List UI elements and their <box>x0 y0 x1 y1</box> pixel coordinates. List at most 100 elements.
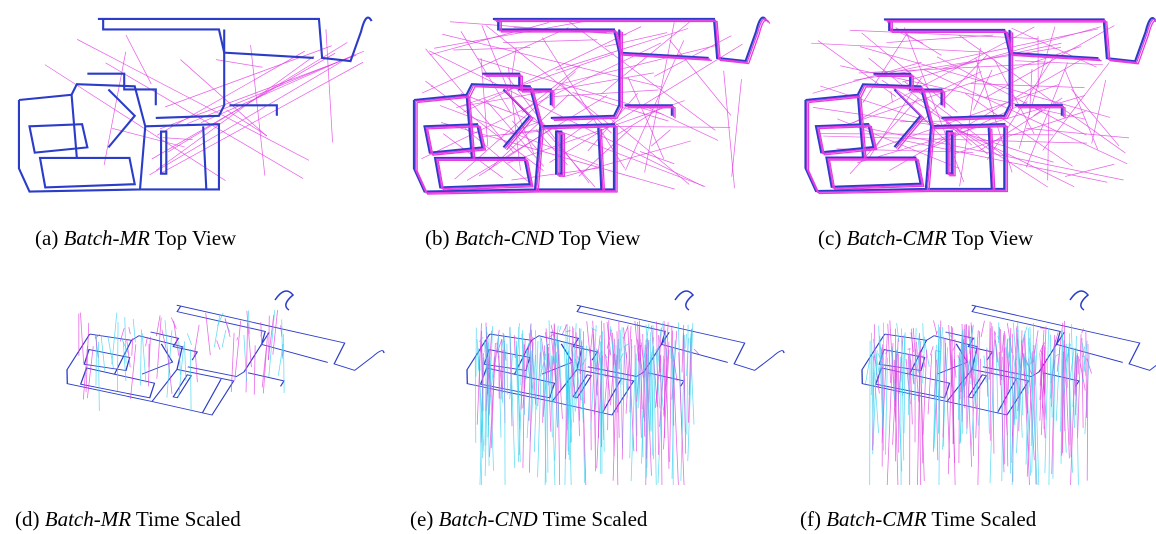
time-edge <box>884 350 889 355</box>
loop-closure-edge <box>226 109 268 136</box>
time-edge <box>957 357 960 420</box>
time-edge <box>1074 355 1078 394</box>
time-edge <box>1005 347 1009 467</box>
loop-closure-edge <box>554 89 659 97</box>
time-edge <box>530 329 536 405</box>
time-edge <box>533 341 539 453</box>
trajectory-path <box>860 91 925 161</box>
time-edge <box>116 322 119 391</box>
trajectory-path <box>70 88 137 158</box>
time-edge <box>1081 338 1084 428</box>
loop-closure-edge <box>125 34 152 85</box>
trajectory-path <box>888 19 1099 60</box>
time-edge <box>602 331 605 452</box>
time-edge <box>1044 328 1050 474</box>
time-edge <box>128 327 131 335</box>
time-edge <box>669 325 673 462</box>
time-edge <box>194 347 198 383</box>
time-edge <box>924 342 930 367</box>
time-edge <box>635 353 638 437</box>
trajectory-path <box>550 29 621 119</box>
time-edge <box>1077 334 1082 438</box>
time-edge <box>933 320 938 335</box>
time-edge <box>537 352 541 407</box>
time-edge <box>550 332 556 381</box>
time-edge <box>243 334 247 382</box>
time-edge <box>1062 340 1065 454</box>
time-edge <box>132 318 136 343</box>
loop-closure-edge <box>481 25 534 154</box>
trajectory-path <box>991 128 996 192</box>
trajectory-path <box>949 133 956 177</box>
time-edge <box>911 328 915 385</box>
time-edge <box>610 353 615 406</box>
time-edge <box>95 334 99 358</box>
trajectory-tail <box>674 290 695 311</box>
time-edge <box>686 338 689 377</box>
loop-closure-edge <box>817 133 1054 136</box>
time-edge <box>625 326 632 414</box>
time-edge <box>661 322 669 364</box>
trajectory-path <box>876 75 946 108</box>
loop-closure-edge <box>200 54 355 124</box>
time-edge <box>131 338 134 356</box>
time-edge <box>616 331 620 438</box>
time-edge <box>1043 358 1047 429</box>
trajectory-path <box>891 21 1102 62</box>
time-edge <box>1016 347 1020 420</box>
time-edge <box>595 335 601 371</box>
time-edge <box>1039 352 1046 439</box>
trajectory-path <box>945 130 954 175</box>
time-edge <box>1001 333 1005 353</box>
time-edge <box>583 331 585 404</box>
time-edge <box>216 340 221 350</box>
trajectory-path <box>176 304 385 371</box>
time-edge <box>107 337 114 369</box>
time-edge <box>509 353 513 400</box>
time-edge <box>593 352 601 415</box>
trajectory-path <box>482 72 552 106</box>
time-edge <box>1069 348 1075 381</box>
loop-closure-edge <box>604 32 668 47</box>
caption-suffix: Top View <box>154 226 237 250</box>
loop-closure-edge <box>460 72 654 107</box>
trajectory-path <box>536 124 617 192</box>
trajectory-path <box>989 127 994 191</box>
time-edge <box>980 320 985 338</box>
time-edge <box>977 358 981 486</box>
trajectory-path <box>599 127 604 191</box>
loop-closure-edge <box>943 42 1062 69</box>
time-edge <box>645 354 647 486</box>
time-edge <box>156 317 162 379</box>
loop-closure-edge <box>103 51 127 166</box>
time-edge <box>1006 338 1010 392</box>
loop-closure-edge <box>460 93 706 187</box>
time-edge <box>500 339 503 400</box>
time-edge <box>1079 359 1086 391</box>
trajectory-path <box>558 133 566 177</box>
trajectory-tail <box>1069 290 1090 311</box>
time-edge <box>650 351 654 460</box>
time-edge <box>553 323 558 428</box>
trajectory-path <box>202 126 208 190</box>
time-edge <box>683 333 687 454</box>
time-edge <box>1082 346 1086 358</box>
loop-closure-edge <box>889 28 1099 74</box>
time-edge <box>556 351 560 426</box>
time-edge <box>637 321 642 438</box>
time-edge <box>184 341 187 381</box>
time-edge <box>245 322 248 393</box>
trajectory-path <box>550 331 599 361</box>
time-edge <box>556 332 563 419</box>
time-edge <box>886 343 894 486</box>
time-edge <box>589 328 594 354</box>
time-edge <box>653 345 657 486</box>
loop-closure-edge <box>463 26 642 113</box>
time-edge <box>563 342 568 400</box>
caption-suffix: Time Scaled <box>542 507 648 531</box>
trajectory-path <box>626 105 675 118</box>
time-edge <box>967 325 970 339</box>
time-edge <box>178 340 181 375</box>
caption-f: (f) Batch-CMR Time Scaled <box>800 507 1036 532</box>
loop-closure-edge <box>105 62 304 179</box>
